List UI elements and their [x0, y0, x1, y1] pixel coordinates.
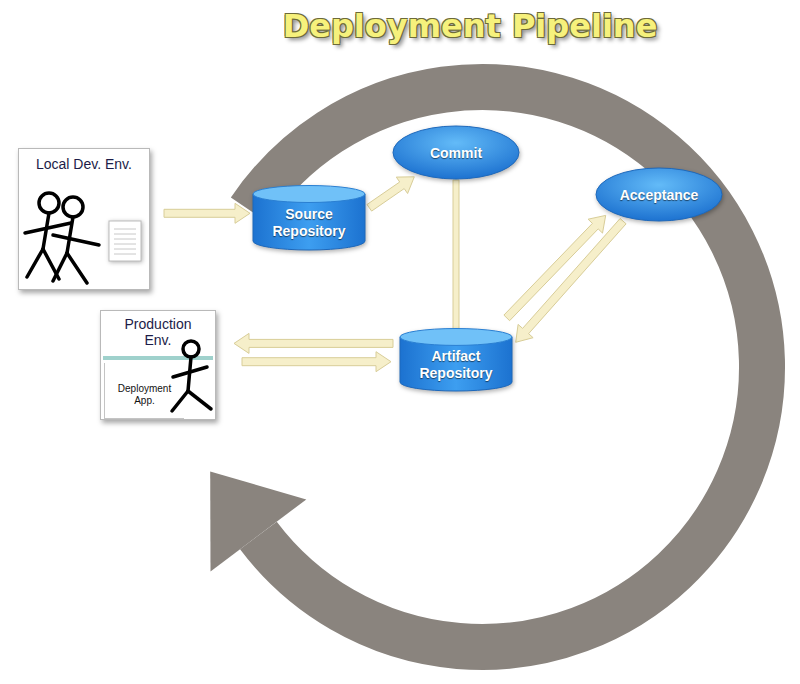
node-label: Local Dev. Env. [36, 156, 132, 172]
node-label: Acceptance [620, 187, 699, 203]
repository-cylinder: Artifact Repository [399, 328, 513, 392]
cylinder-top [253, 186, 365, 203]
text-group: Deployment App. [105, 383, 184, 408]
flow-arrow [242, 352, 391, 372]
node-label: Source Repository [259, 206, 359, 238]
cycle-arc [250, 87, 762, 647]
stick-figure [53, 197, 99, 283]
environment-box: Local Dev. Env. [18, 148, 150, 290]
repository-cylinder: Source Repository [252, 185, 366, 251]
node-label: Deployment App. [110, 383, 180, 406]
cycle-arrowhead [210, 472, 306, 572]
environment-box: Production Env. Deployment App. [100, 310, 216, 420]
text-group: Source Repository [259, 206, 359, 239]
ellipse-fill [596, 168, 722, 221]
text-group: Commit [430, 144, 482, 162]
flow-arrow [164, 203, 250, 223]
text-group: Artifact Repository [406, 348, 506, 381]
flow-arrow [516, 219, 626, 343]
stage-ellipse: Commit [392, 125, 520, 180]
stick-figure [172, 341, 211, 411]
text-group: Acceptance [620, 186, 699, 204]
flow-arrow [367, 177, 414, 211]
node-label: Production Env. [115, 316, 201, 348]
diagram-title: Deployment Pipeline [230, 6, 710, 46]
node-label: Artifact Repository [406, 348, 506, 380]
application-box: Deployment App. [104, 363, 184, 419]
node-label: Commit [430, 145, 482, 161]
text-group: Production Env. [101, 316, 215, 349]
text-group: Local Dev. Env. [19, 155, 149, 173]
flow-arrow [234, 333, 393, 353]
flow-arrow [453, 180, 459, 334]
ellipse-fill [393, 126, 519, 179]
cylinder-top [400, 329, 512, 346]
document-icon [109, 221, 141, 261]
stage-ellipse: Acceptance [595, 167, 723, 222]
